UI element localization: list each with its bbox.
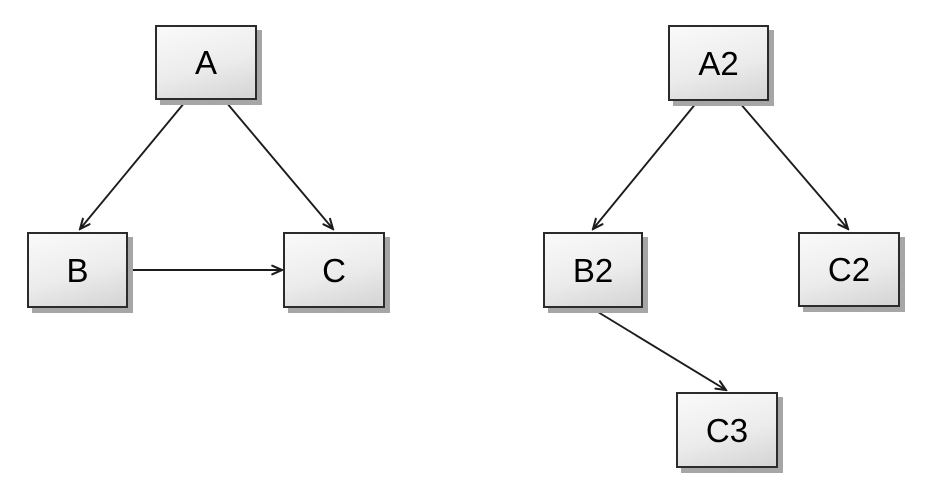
edge-a2-to-c2[interactable] [738, 101, 848, 229]
node-label-a2: A2 [698, 44, 739, 82]
node-label-c2: C2 [827, 251, 871, 288]
node-label-c3: C3 [705, 411, 749, 449]
node-b[interactable]: B [27, 232, 128, 308]
node-c2[interactable]: C2 [798, 232, 900, 307]
node-b2[interactable]: B2 [543, 232, 643, 308]
node-a2[interactable]: A2 [668, 25, 769, 101]
node-label-a: A [194, 44, 217, 81]
edge-b2-to-c3[interactable] [592, 308, 726, 390]
edge-a2-to-b2[interactable] [593, 101, 698, 229]
node-label-b: B [66, 251, 89, 289]
edge-a-to-b[interactable] [80, 101, 186, 229]
node-label-c: C [322, 251, 346, 289]
node-c3[interactable]: C3 [676, 392, 778, 468]
node-label-b2: B2 [572, 251, 614, 289]
edge-a-to-c[interactable] [225, 101, 333, 229]
node-c[interactable]: C [283, 232, 385, 308]
node-a[interactable]: A [155, 25, 257, 100]
